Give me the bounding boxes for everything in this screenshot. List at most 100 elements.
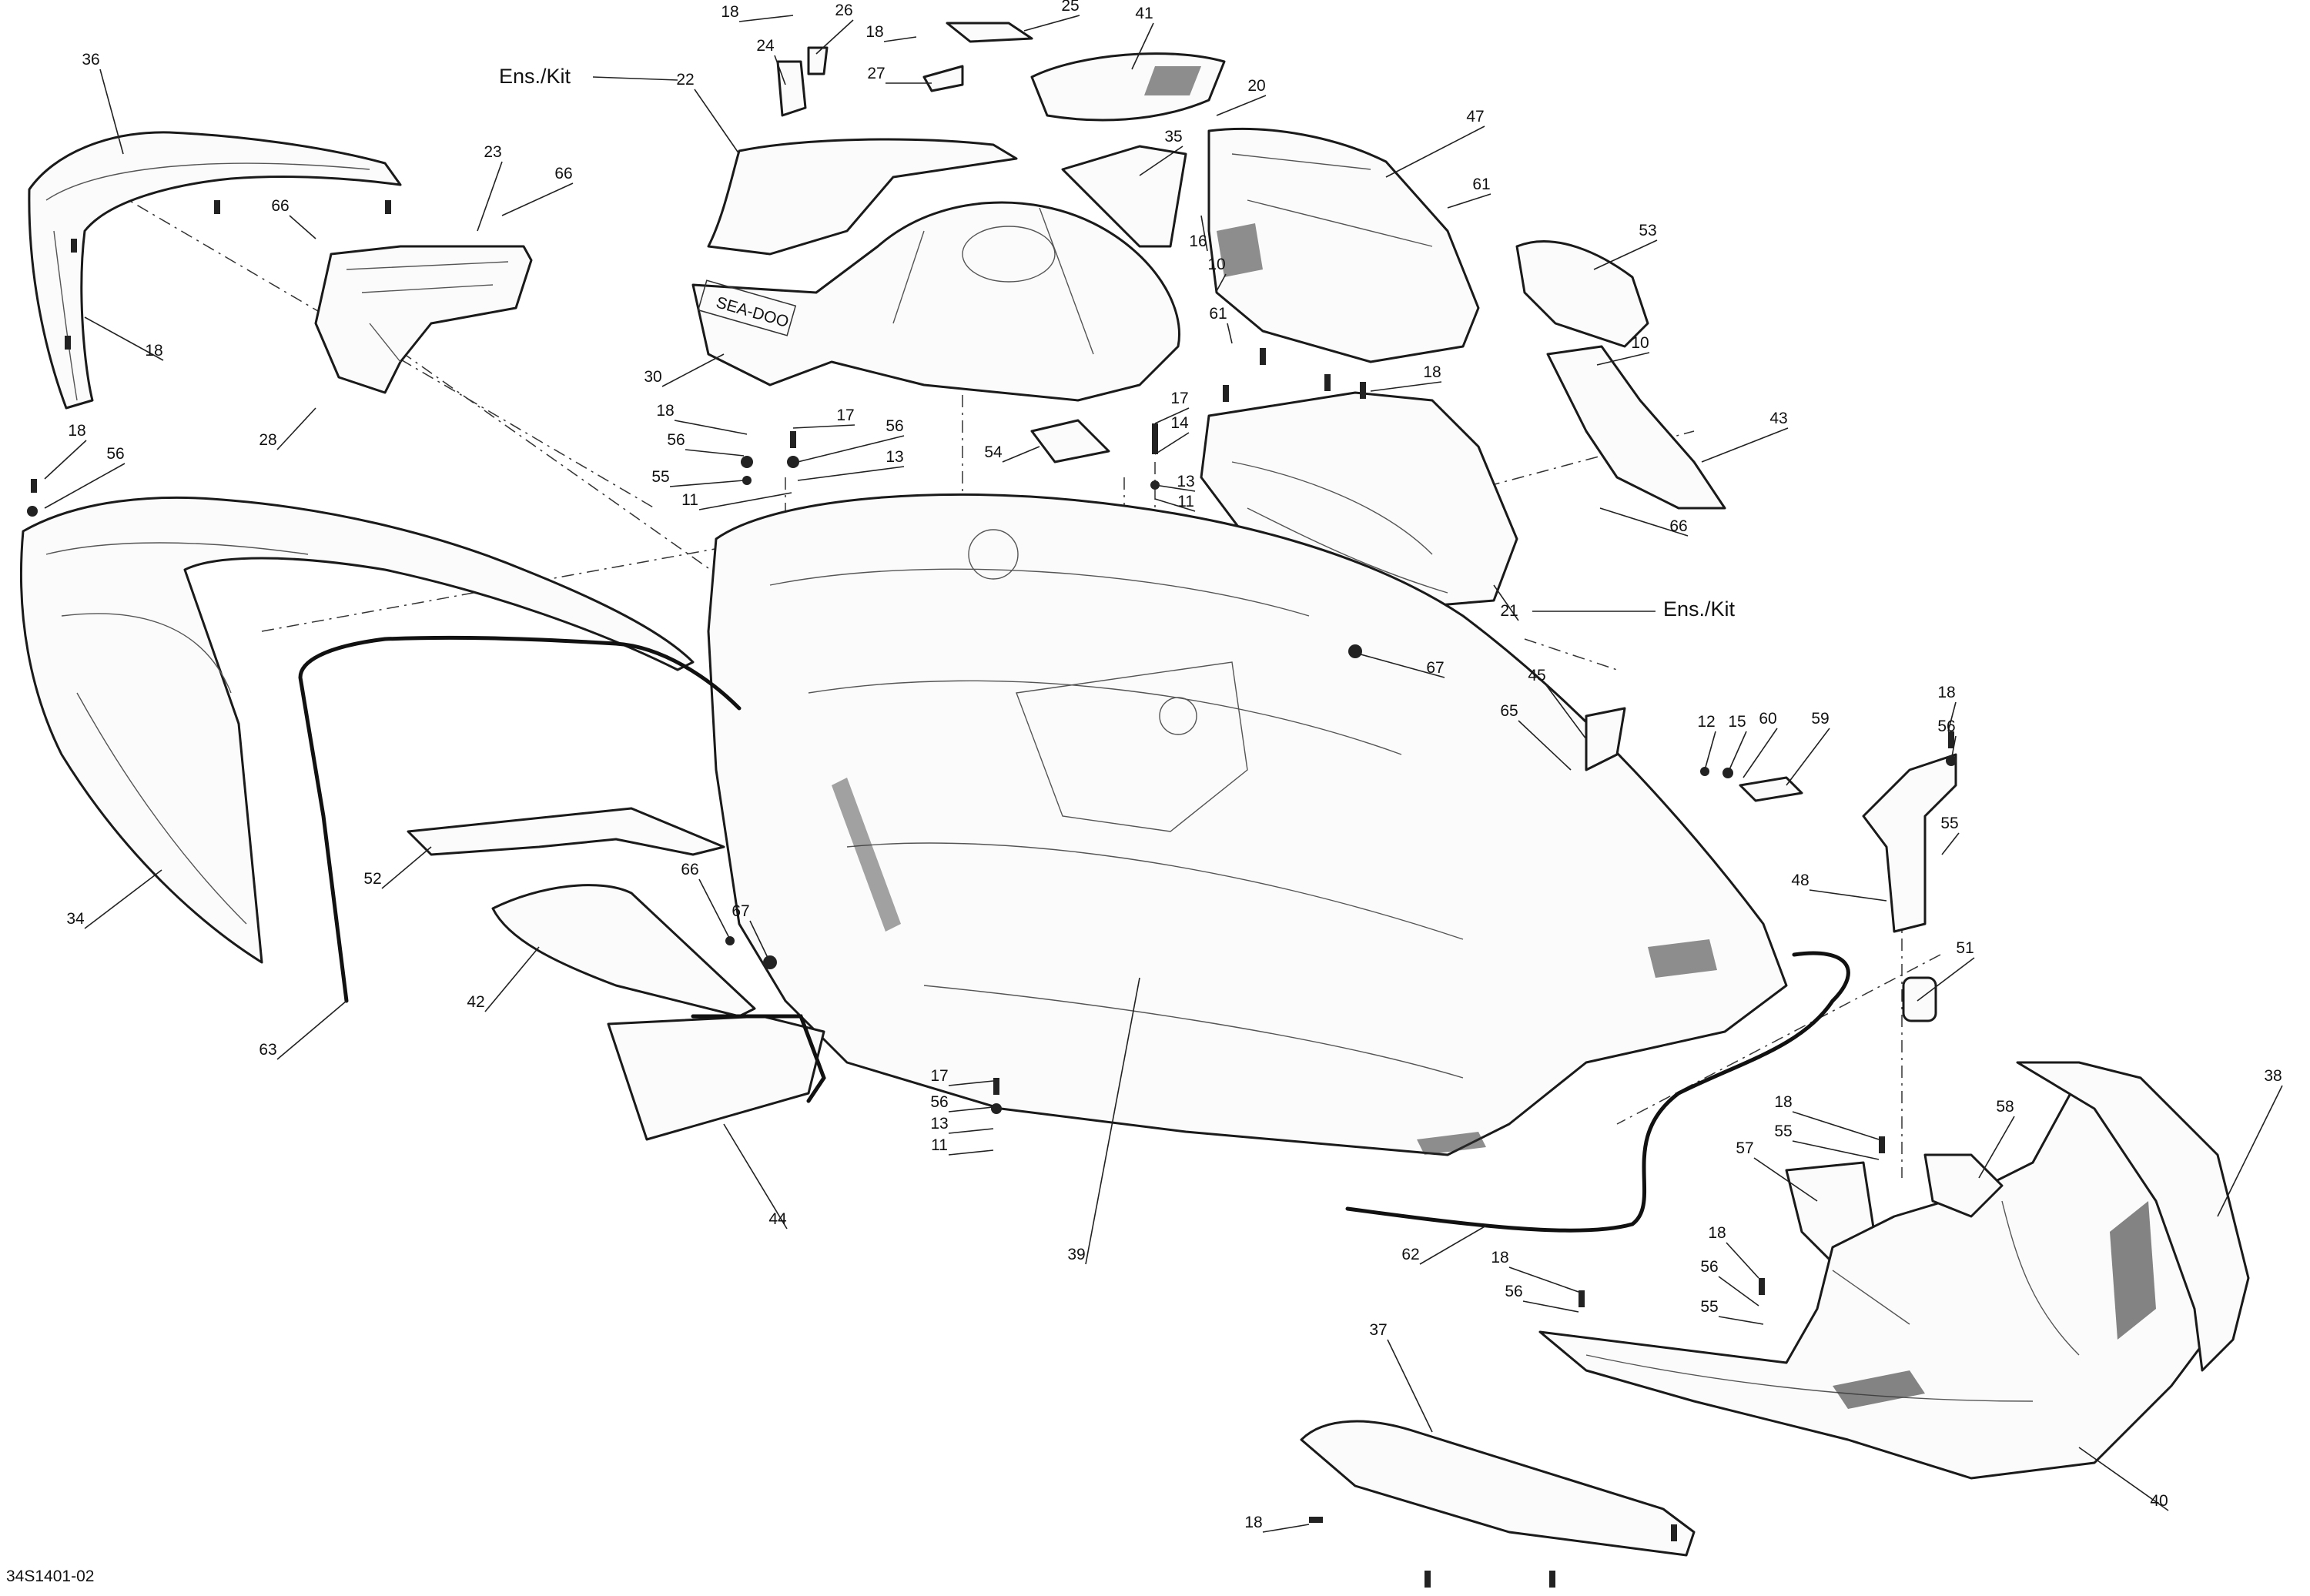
callout-c66a: 66	[271, 197, 316, 239]
part-41-cap	[1030, 52, 1226, 122]
callout-number: 51	[1956, 939, 1974, 957]
callout-number: 39	[1067, 1246, 1085, 1263]
callout-c47: 47	[1385, 108, 1485, 178]
leader-line	[1545, 684, 1587, 740]
leader-line	[674, 420, 748, 435]
leader-line	[1917, 957, 1975, 1002]
callout-c17b: 17	[1154, 390, 1190, 424]
leader-line	[1354, 652, 1445, 678]
callout-number: 43	[1769, 410, 1787, 427]
callout-number: 47	[1466, 108, 1484, 125]
callout-number: 52	[363, 870, 381, 888]
callout-number: 45	[1528, 667, 1545, 684]
leader-line	[1139, 146, 1183, 176]
callout-c58: 58	[1978, 1098, 2015, 1179]
callout-number: 35	[1164, 128, 1182, 146]
leader-line	[1701, 427, 1789, 463]
callout-number: 18	[865, 23, 883, 41]
callout-number: 53	[1639, 222, 1656, 239]
callout-c56c: 56	[667, 431, 745, 457]
callout-number: 67	[732, 902, 749, 920]
callout-c24: 24	[756, 37, 786, 85]
callout-number: 58	[1996, 1098, 2014, 1116]
callout-number: 55	[1774, 1123, 1792, 1140]
callout-c66d: 66	[681, 861, 731, 940]
callout-number: 25	[1061, 0, 1079, 15]
callout-number: 11	[931, 1136, 948, 1154]
callout-c40: 40	[2078, 1447, 2169, 1511]
leader-line	[1154, 498, 1196, 512]
kit-leader	[592, 76, 678, 81]
callout-c17a: 17	[792, 407, 855, 429]
callout-number: 18	[1423, 363, 1441, 381]
part-54-tab	[1030, 419, 1110, 463]
leader-line	[1596, 352, 1650, 366]
leader-line	[84, 316, 164, 361]
callout-number: 27	[867, 65, 885, 82]
leader-line	[44, 463, 126, 509]
leader-line	[2078, 1447, 2169, 1511]
leader-line	[948, 1080, 994, 1086]
callout-number: 38	[2264, 1067, 2282, 1085]
leader-line	[948, 1106, 994, 1113]
leader-line	[1493, 584, 1519, 621]
callout-number: 18	[1244, 1514, 1262, 1531]
leader-line	[698, 492, 792, 510]
callout-c62: 62	[1401, 1225, 1487, 1265]
callout-c67b: 67	[732, 902, 771, 963]
leader-line	[1023, 15, 1080, 32]
leader-line	[1200, 215, 1208, 252]
callout-c22: 22	[676, 71, 740, 155]
leader-line	[1262, 1524, 1310, 1533]
callout-c57: 57	[1736, 1139, 1818, 1202]
callout-number: 66	[271, 197, 289, 215]
callout-number: 66	[1669, 517, 1687, 535]
callout-number: 10	[1207, 256, 1225, 273]
leader-line	[815, 19, 854, 55]
leader-line	[1809, 889, 1887, 902]
callout-c18c: 18	[721, 3, 794, 22]
callout-number: 55	[651, 468, 669, 486]
callout-c54: 54	[984, 443, 1040, 463]
callout-c18k: 18	[1244, 1514, 1310, 1533]
leader-line	[669, 480, 745, 487]
callout-c21: 21	[1493, 584, 1519, 621]
leader-line	[289, 215, 316, 239]
callout-c67a: 67	[1354, 652, 1445, 678]
leader-line	[1978, 1116, 2015, 1179]
leader-line	[44, 440, 87, 480]
leader-line	[948, 1149, 994, 1156]
callout-c43: 43	[1701, 410, 1789, 463]
callout-number: 18	[1937, 684, 1955, 701]
leader-line	[1085, 977, 1140, 1265]
callout-number: 13	[930, 1115, 948, 1133]
callout-number: 26	[835, 2, 852, 19]
callout-number: 21	[1500, 602, 1518, 620]
leader-line	[1792, 1140, 1880, 1160]
callout-number: 59	[1811, 710, 1829, 728]
leader-line	[1216, 95, 1267, 116]
leader-line	[276, 407, 316, 450]
part-63-seal	[298, 635, 742, 1003]
part-52-strip	[407, 807, 725, 856]
callout-number: 61	[1472, 176, 1490, 193]
callout-number: 18	[656, 402, 674, 420]
leader-line	[1227, 323, 1233, 344]
callout-number: 56	[886, 417, 903, 435]
callout-c66c: 66	[1599, 507, 1689, 537]
callout-c55a: 55	[651, 468, 745, 487]
leader-line	[723, 1123, 788, 1230]
part-62-seal	[1345, 951, 1850, 1233]
callout-number: 17	[930, 1067, 948, 1085]
callout-number: 37	[1369, 1321, 1387, 1339]
callout-c13a: 13	[797, 448, 905, 481]
part-45-grommet	[1585, 707, 1626, 771]
leader-line	[1387, 1339, 1433, 1433]
leader-line	[1593, 239, 1658, 270]
callout-number: 18	[1708, 1224, 1726, 1242]
callout-number: 17	[1170, 390, 1188, 407]
leader-line	[685, 449, 745, 457]
callout-number: 56	[106, 445, 124, 463]
callout-c51: 51	[1917, 939, 1975, 1002]
leader-line	[1599, 507, 1689, 537]
